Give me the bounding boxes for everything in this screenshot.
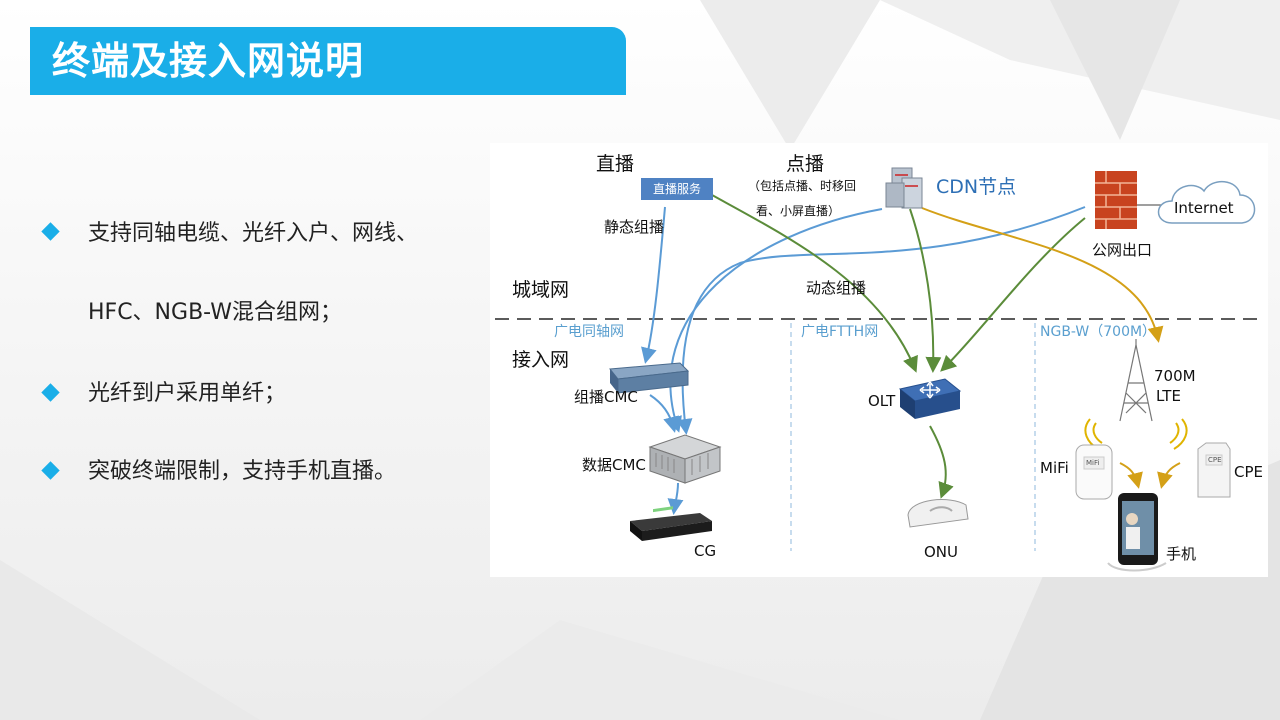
- live-label: 直播: [596, 153, 635, 175]
- multicast-cmc-device-icon: [609, 362, 690, 394]
- flow-cpe-to-phone: [1157, 462, 1181, 489]
- dynamic-multicast-label: 动态组播: [806, 279, 867, 297]
- olt-label: OLT: [868, 392, 896, 410]
- onu-device-icon: [907, 499, 969, 528]
- cpe-device-icon: [1197, 442, 1231, 498]
- live-service-box: 直播服务: [641, 178, 713, 200]
- tower-label-line-1: 700M: [1154, 367, 1196, 385]
- flow-public-to-olt: [940, 217, 1086, 372]
- phone-label: 手机: [1166, 545, 1197, 563]
- mifi-device-icon: [1075, 444, 1113, 500]
- flow-live-to-olt: [711, 194, 918, 373]
- flow-cdn-to-ngbw: [921, 207, 1164, 343]
- internet-label: Internet: [1174, 199, 1234, 217]
- olt-switch-icon: [898, 378, 962, 419]
- cdn-node-label: CDN节点: [936, 176, 1017, 198]
- metro-network-label: 城域网: [512, 279, 570, 301]
- data-cmc-label: 数据CMC: [582, 456, 646, 474]
- access-network-label: 接入网: [512, 349, 570, 371]
- bullet-2: 光纤到户采用单纤；: [88, 381, 287, 406]
- cg-set-top-box-icon: [630, 506, 712, 541]
- flow-multicast-cmc-to-data-cmc: [649, 394, 679, 433]
- firewall-icon: [1095, 171, 1137, 229]
- flow-mifi-to-phone: [1119, 462, 1143, 489]
- mifi-screen-text: MiFi: [1086, 459, 1100, 467]
- bullet-1-line-2: HFC、NGB-W混合组网；: [88, 300, 342, 325]
- page-title: 终端及接入网说明: [52, 39, 365, 83]
- lte-tower-icon: [1084, 339, 1188, 450]
- flow-static-multicast: [641, 206, 666, 364]
- section-ftth-label: 广电FTTH网: [801, 324, 879, 340]
- title-bar: 终端及接入网说明: [30, 27, 626, 95]
- cg-label: CG: [694, 542, 717, 560]
- bullet-3: 突破终端限制，支持手机直播。: [88, 459, 397, 484]
- section-ngbw-label: NGB-W（700M）: [1040, 324, 1157, 340]
- vod-label: 点播: [786, 153, 825, 175]
- internet-cloud-icon: [1157, 181, 1256, 224]
- data-cmc-device-icon: [648, 434, 722, 484]
- cdn-server-icon: [885, 167, 923, 209]
- flow-olt-to-onu: [929, 425, 954, 499]
- onu-label: ONU: [924, 543, 959, 561]
- flow-data-cmc-to-cg: [667, 482, 684, 515]
- cpe-label: CPE: [1234, 463, 1263, 481]
- mifi-label: MiFi: [1040, 459, 1069, 477]
- tower-label-line-2: LTE: [1156, 387, 1181, 405]
- vod-note-line-2: 看、小屏直播）: [756, 204, 841, 218]
- smartphone-icon: [1107, 493, 1167, 572]
- multicast-cmc-label: 组播CMC: [574, 388, 638, 406]
- public-exit-label: 公网出口: [1092, 241, 1153, 259]
- cpe-screen-text: CPE: [1208, 456, 1222, 464]
- flow-internet-to-data-cmc: [676, 206, 1086, 435]
- section-coax-label: 广电同轴网: [554, 324, 624, 340]
- diagram-graphics: [495, 167, 1260, 572]
- vod-note-line-1: （包括点播、时移回: [748, 179, 857, 193]
- flow-cdn-to-olt: [909, 208, 942, 373]
- static-multicast-label: 静态组播: [604, 218, 665, 236]
- bullet-1-line-1: 支持同轴电缆、光纤入户、网线、: [88, 221, 419, 246]
- network-diagram: 直播 直播服务 点播 （包括点播、时移回 看、小屏直播） CDN节点 Inter…: [490, 143, 1268, 577]
